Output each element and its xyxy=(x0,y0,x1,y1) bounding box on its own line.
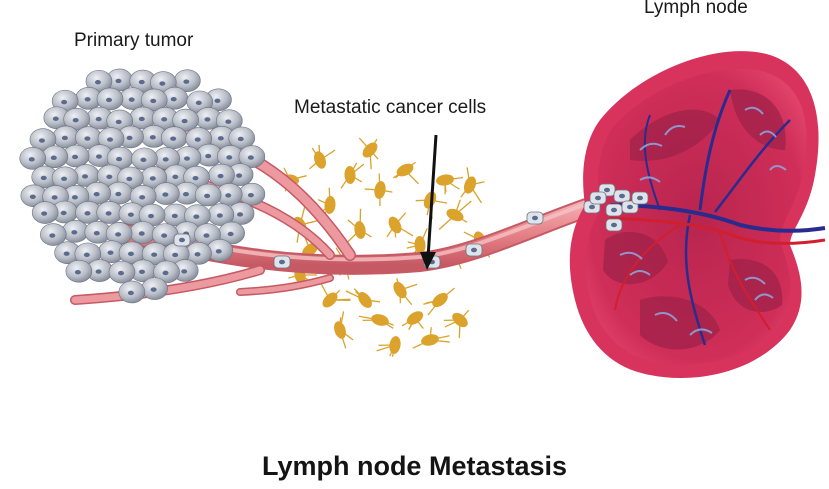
tumor-cell xyxy=(153,182,180,205)
cancer-cell xyxy=(526,211,544,225)
cancer-cell xyxy=(465,243,483,257)
stromal-cell xyxy=(345,288,381,308)
stromal-cell xyxy=(412,327,450,349)
stromal-cell xyxy=(423,287,455,316)
stromal-cell xyxy=(386,212,414,238)
tumor-cell xyxy=(185,127,213,150)
cancer-cell xyxy=(605,218,623,232)
tumor-cell xyxy=(85,69,113,93)
metastatic-cells-label: Metastatic cancer cells xyxy=(294,97,487,118)
tumor-cell xyxy=(140,166,168,189)
metastatic-cells xyxy=(173,183,649,269)
tumor-cell xyxy=(51,166,79,190)
stromal-cell xyxy=(319,280,351,308)
tumor-cell xyxy=(153,260,180,284)
pointer-arrow xyxy=(420,134,438,270)
diagram-title: Lymph node Metastasis xyxy=(261,451,568,481)
tumor-cell xyxy=(19,147,47,170)
tumor-cell xyxy=(84,220,112,244)
tumor-cell xyxy=(140,88,168,112)
tumor-cell xyxy=(41,145,69,169)
stromal-cell xyxy=(358,314,394,329)
lymph-node xyxy=(569,51,826,378)
tumor-cell xyxy=(129,221,157,244)
tumor-cell xyxy=(96,87,124,111)
tumor-cell xyxy=(238,145,266,168)
tumor-cell xyxy=(75,201,102,224)
tumor-cell xyxy=(62,219,89,243)
tumor-cell xyxy=(138,203,166,227)
stromal-cell xyxy=(340,162,365,189)
tumor-cell xyxy=(105,222,133,245)
stromal-cell xyxy=(376,336,401,357)
cancer-cell xyxy=(605,203,623,217)
tumor-cell xyxy=(54,241,81,265)
tumor-cell xyxy=(108,260,136,284)
stromal-cell xyxy=(401,311,424,330)
stromal-cell xyxy=(364,173,393,207)
tumor-cell xyxy=(84,181,111,205)
stromal-cell xyxy=(392,161,419,185)
tumor-cell xyxy=(117,125,144,149)
tumor-cell xyxy=(208,163,235,187)
stromal-cell xyxy=(436,174,464,195)
cancer-cell xyxy=(621,200,639,214)
tumor-cell xyxy=(160,126,188,149)
tumor-cell xyxy=(172,108,199,132)
stromal-cell xyxy=(334,311,354,349)
stromal-cell xyxy=(308,144,336,170)
node-vein xyxy=(609,203,826,233)
cancer-cell xyxy=(273,255,291,269)
lymph-node-label: Lymph node xyxy=(644,0,748,18)
stromal-cell xyxy=(460,167,485,204)
primary-tumor xyxy=(19,68,266,304)
cancer-cell xyxy=(589,191,607,205)
tumor-cell xyxy=(238,182,266,206)
tumor-cell xyxy=(52,125,80,149)
cancer-cell xyxy=(613,189,631,203)
tumor-cell xyxy=(40,223,67,246)
stromal-cell xyxy=(393,278,418,306)
tumor-cell xyxy=(29,128,57,151)
tumor-cell xyxy=(118,280,146,304)
tumor-cell xyxy=(63,107,90,131)
tumor-cell xyxy=(141,277,168,300)
tumor-cell xyxy=(194,183,222,207)
primary-tumor-label: Primary tumor xyxy=(74,30,194,51)
stromal-cell xyxy=(438,199,472,230)
tumor-cell xyxy=(65,259,93,283)
tumor-cell xyxy=(216,145,244,168)
stromal-cell xyxy=(358,137,379,170)
tumor-cell xyxy=(31,201,59,224)
stromal-cell xyxy=(443,309,470,339)
tumor-cell xyxy=(228,126,256,150)
cancer-cell xyxy=(631,191,649,205)
tumor-cell xyxy=(106,146,134,170)
stromal-cell xyxy=(344,208,372,246)
cancer-cell xyxy=(173,233,191,247)
tumor-cell xyxy=(62,144,90,168)
